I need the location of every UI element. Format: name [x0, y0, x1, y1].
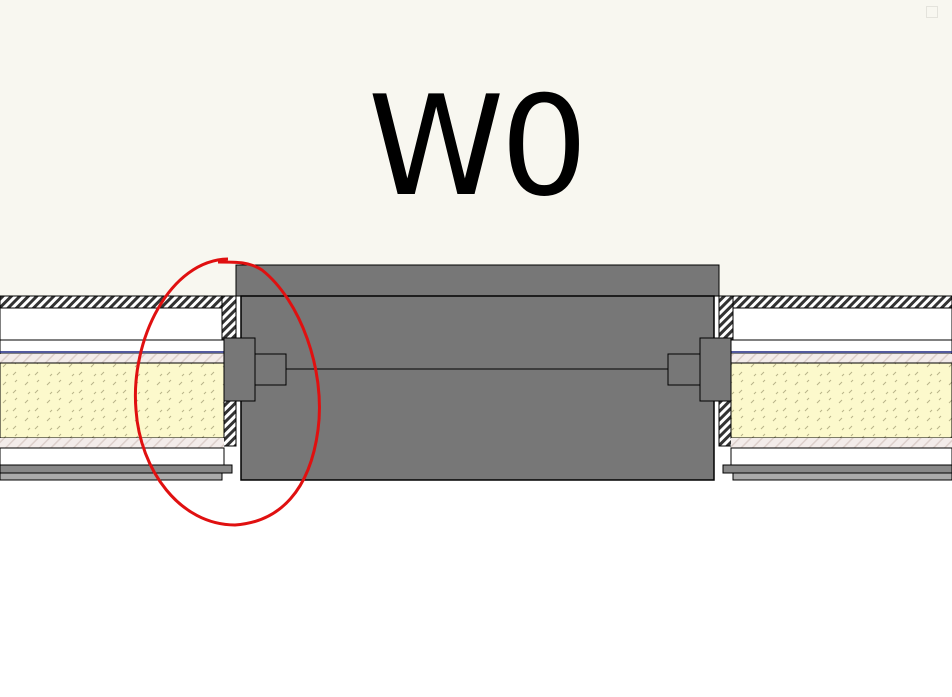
- left-jamb-block: [223, 337, 256, 402]
- right-jamb-stop: [667, 353, 701, 386]
- right-wall-section: [718, 295, 952, 481]
- right-jamb-block: [699, 337, 732, 402]
- left-wall-section: [0, 295, 237, 481]
- background-area: [0, 0, 952, 297]
- left-jamb-stop: [254, 353, 287, 386]
- maximize-icon[interactable]: [926, 6, 938, 18]
- red-markup-circle: [133, 257, 321, 527]
- window-frame[interactable]: [223, 264, 732, 481]
- window-tag-label: W0: [367, 66, 588, 227]
